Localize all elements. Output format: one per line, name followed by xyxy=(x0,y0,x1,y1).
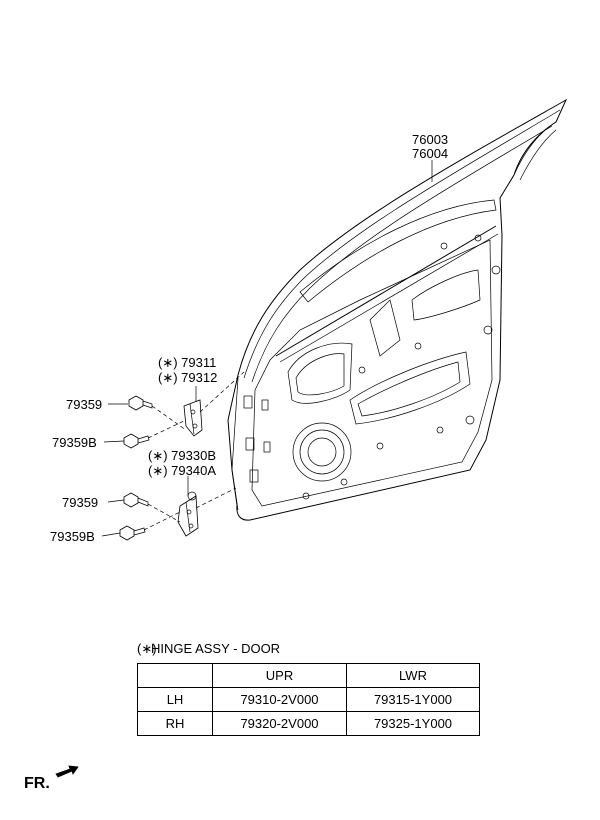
lower-hinge xyxy=(177,491,199,537)
bolt-icon xyxy=(119,525,146,541)
callout-bolt-lower-1: 79359 xyxy=(62,495,98,510)
hinge-part-table: UPR LWR LH 79310-2V000 79315-1Y000 RH 79… xyxy=(137,663,480,736)
upper-hinge xyxy=(183,399,203,437)
callout-door-panel-2: 76004 xyxy=(412,146,448,161)
table-header-cell xyxy=(137,663,213,688)
bolt-icon xyxy=(123,492,149,508)
front-direction-arrow-icon xyxy=(55,765,79,778)
front-direction-label: FR. xyxy=(24,775,50,792)
callout-lower-hinge-1: (∗) 79330B xyxy=(148,448,216,463)
bolt-icon xyxy=(123,433,150,449)
callout-bolt-upper-1: 79359 xyxy=(66,397,102,412)
table-cell: LH xyxy=(137,687,213,712)
table-cell: 79310-2V000 xyxy=(212,687,347,712)
hinge-assy-legend: (∗)HINGE ASSY - DOOR UPR LWR LH 79310-2V… xyxy=(137,640,482,736)
legend-mark: (∗) xyxy=(137,641,157,656)
callout-upper-hinge-1: (∗) 79311 xyxy=(158,355,216,370)
callout-bolt-lower-2: 79359B xyxy=(50,529,95,544)
table-cell: 79315-1Y000 xyxy=(346,687,480,712)
table-cell: RH xyxy=(137,711,213,736)
table-header-row: UPR LWR xyxy=(137,663,480,688)
bolt-icon xyxy=(128,395,153,411)
table-cell: 79320-2V000 xyxy=(212,711,347,736)
table-cell: 79325-1Y000 xyxy=(346,711,480,736)
table-row: RH 79320-2V000 79325-1Y000 xyxy=(137,711,480,736)
legend-title: (∗)HINGE ASSY - DOOR xyxy=(137,640,482,660)
table-header-cell: LWR xyxy=(346,663,480,688)
table-row: LH 79310-2V000 79315-1Y000 xyxy=(137,687,480,712)
table-header-cell: UPR xyxy=(212,663,347,688)
callout-upper-hinge-2: (∗) 79312 xyxy=(158,370,217,385)
callout-lower-hinge-2: (∗) 79340A xyxy=(148,463,216,478)
callout-bolt-upper-2: 79359B xyxy=(52,435,97,450)
callout-door-panel-1: 76003 xyxy=(412,132,448,147)
legend-title-text: HINGE ASSY - DOOR xyxy=(151,641,281,656)
front-door-panel xyxy=(227,98,568,521)
leader-lines xyxy=(101,160,433,537)
